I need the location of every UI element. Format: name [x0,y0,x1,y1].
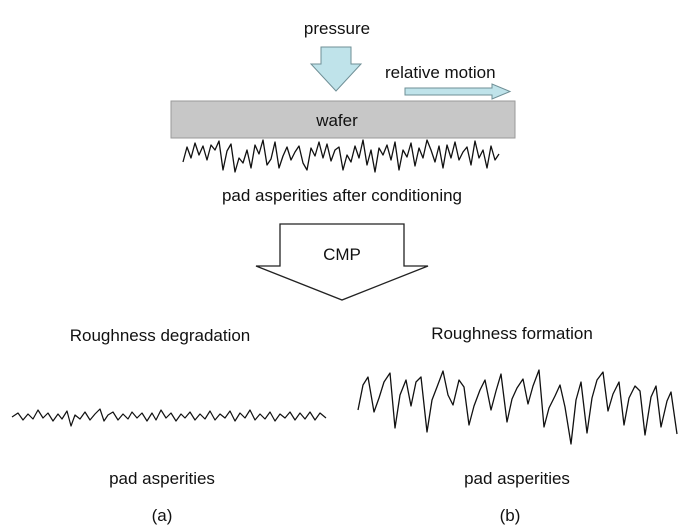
conditioned-pad-profile [182,139,500,173]
roughness-formation-title: Roughness formation [431,324,593,343]
caption-b: (b) [500,506,521,525]
conditioned-pad-label: pad asperities after conditioning [222,186,462,205]
wafer-label: wafer [315,111,358,130]
relative-motion-arrow [404,83,512,100]
cmp-label: CMP [323,245,361,264]
formed-roughness-profile [357,369,678,445]
caption-a: (a) [152,506,173,525]
pad-asperities-label-a: pad asperities [109,469,215,488]
roughness-degradation-title: Roughness degradation [70,326,251,345]
wafer [170,100,516,139]
cmp-process-arrow [255,223,429,301]
pressure-arrow [309,46,363,92]
pressure-label: pressure [304,19,370,38]
pad-asperities-label-b: pad asperities [464,469,570,488]
degraded-pad-profile [11,408,327,427]
relative-motion-label: relative motion [385,63,496,82]
